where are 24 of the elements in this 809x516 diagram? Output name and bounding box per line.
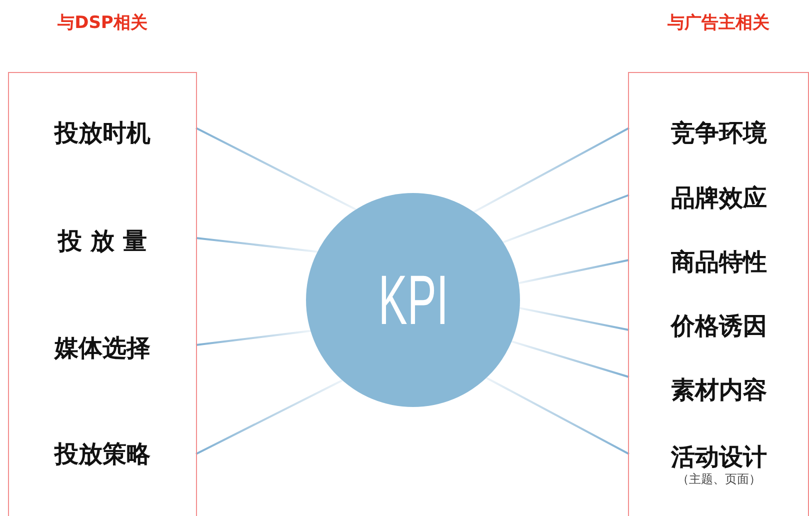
group-heading: 与DSP相关 [58, 13, 148, 33]
connector-line [473, 127, 630, 213]
factor-text: 投放策略 [54, 440, 150, 468]
group-heading: 与广告主相关 [668, 13, 770, 33]
factor-text: 投 放 量 [58, 226, 147, 256]
factor-text: 竞争环境 [671, 118, 767, 148]
note-text: （主题、页面） [677, 472, 761, 488]
connector-line [511, 340, 630, 378]
circle-label: KPI [378, 265, 448, 335]
connector-line [486, 376, 630, 455]
factor-text: 价格诱因 [671, 312, 767, 340]
connector-line [196, 237, 318, 253]
connector-line [196, 379, 343, 455]
connector-line [196, 127, 356, 210]
connector-line [196, 330, 311, 346]
connector-line [520, 307, 630, 331]
connector-line [518, 259, 630, 284]
factor-text: 品牌效应 [671, 184, 767, 212]
connector-line [502, 194, 630, 244]
factor-text: 商品特性 [671, 248, 767, 276]
factor-text: 媒体选择 [54, 334, 150, 362]
factor-text: 活动设计 [671, 442, 767, 472]
factor-text: 素材内容 [671, 376, 767, 404]
factor-text: 投放时机 [54, 118, 150, 148]
